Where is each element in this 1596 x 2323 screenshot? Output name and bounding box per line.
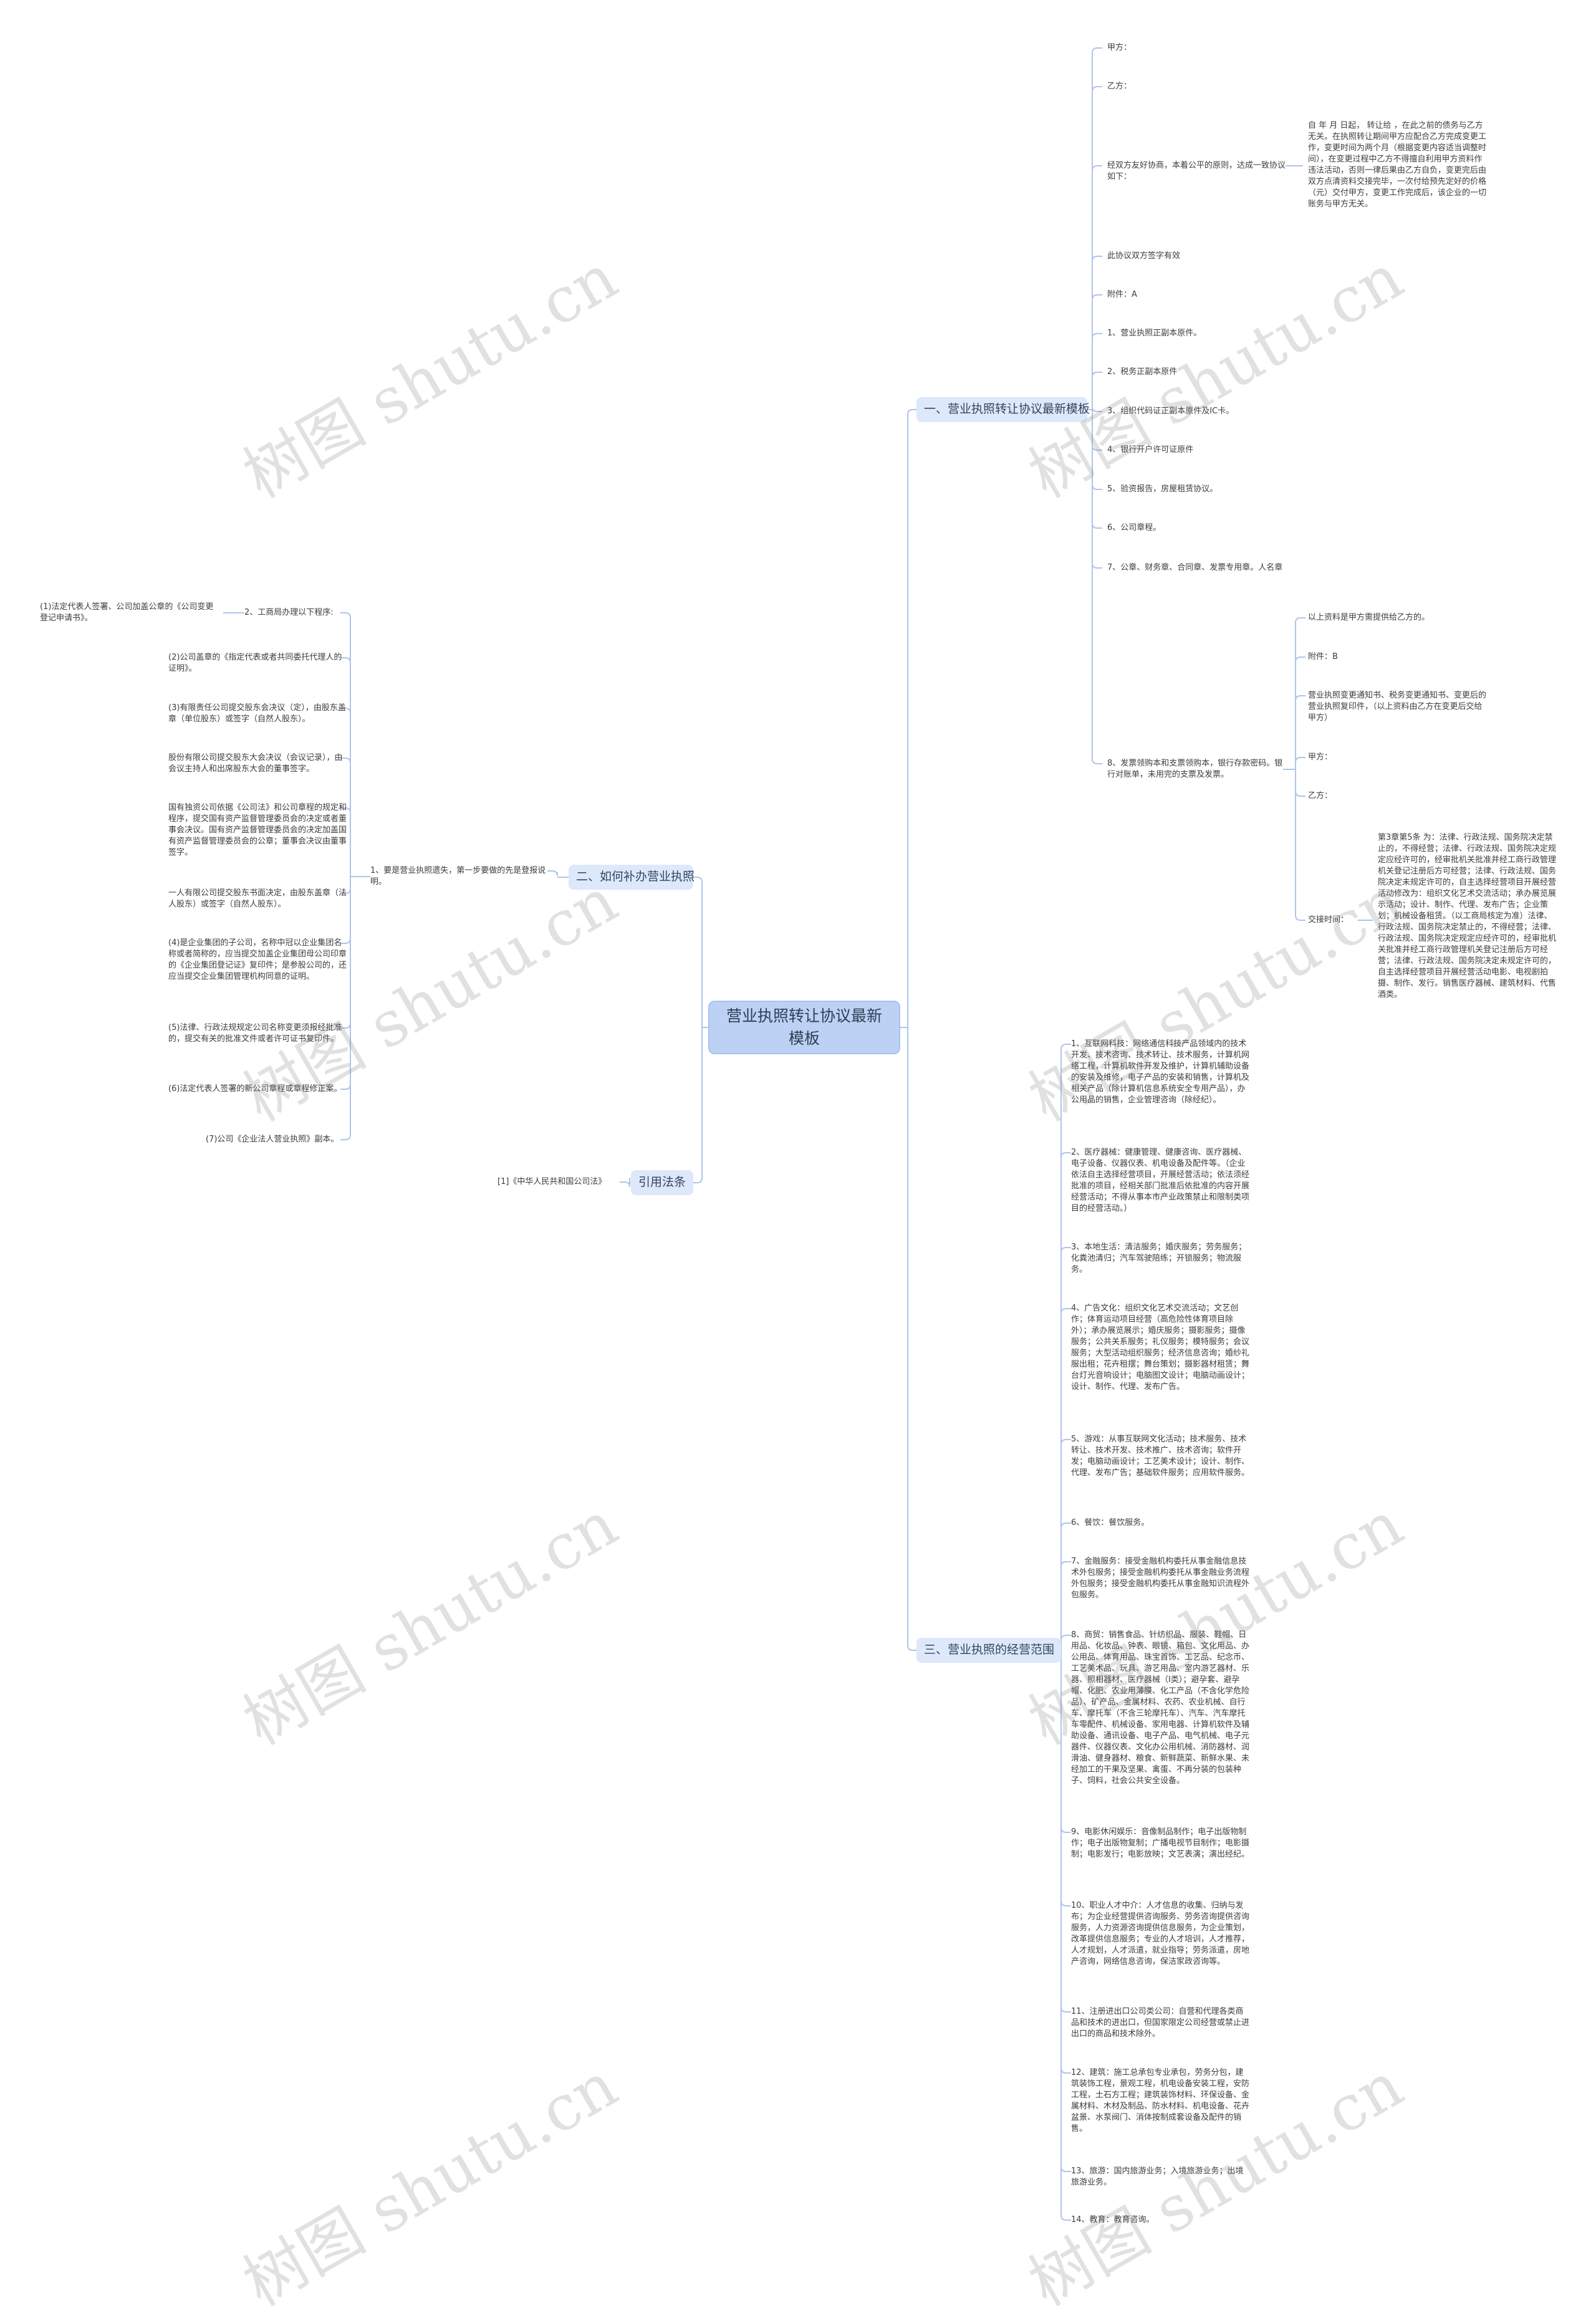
b2-doc: (6)法定代表人签署的新公司章程或章程修正案。 [168,1084,342,1094]
b1-item8-sub: 交接时间： [1308,915,1349,925]
branch-business-scope[interactable]: 三、营业执照的经营范围 [916,1638,1061,1663]
b3-scope-item: 8、商贸：销售食品、针纺织品、服装、鞋帽、日用品、化妆品、钟表、眼镜、箱包、文化… [1071,1630,1250,1786]
b3-scope-item: 6、餐饮：餐饮服务。 [1071,1518,1150,1527]
b3-scope-item: 1、互联网科技：网络通信科技产品领域内的技术开发、技术咨询、技术转让、技术服务，… [1071,1039,1250,1105]
b3-scope-item: 9、电影休闲娱乐：音像制品制作；电子出版物制作；电子出版物复制；广播电视节目制作… [1071,1827,1250,1859]
b1-item: 3、组织代码证正副本原件及IC卡。 [1107,406,1234,416]
b2-doc: (2)公司盖章的《指定代表或者共同委托代理人的证明》。 [168,653,342,673]
b3-scope-item: 11、注册进出口公司类公司：自营和代理各类商品和技术的进出口，但国家限定公司经营… [1071,2007,1250,2039]
b1-item: 6、公司章程。 [1107,523,1161,532]
b1-item: 8、发票领购本和支票领购本，银行存款密码。银行对账单，未用完的支票及发票。 [1107,759,1283,779]
b1-item: 经双方友好协商，本着公平的原则，达成一致协议如下： [1107,161,1286,181]
b1-item: 此协议双方签字有效 [1107,251,1181,261]
b1-item: 甲方： [1107,43,1132,52]
branch-reissue-license[interactable]: 二、如何补办营业执照 [569,865,695,890]
b1-item: 附件：A [1107,290,1137,299]
b1-item: 7、公章、财务章、合同章、发票专用章。人名章 [1107,563,1283,572]
b1-item: 2、税务正副本原件 [1107,367,1178,377]
b1-item8-sub: 甲方： [1308,753,1333,762]
b3-scope-item: 5、游戏：从事互联网文化活动；技术服务、技术转让、技术开发、技术推广、技术咨询；… [1071,1435,1250,1478]
b2-doc: 国有独资公司依据《公司法》和公司章程的规定和程序，提交国有资产监督管理委员会的决… [168,803,347,857]
b2-doc: (7)公司《企业法人营业执照》副本。 [206,1135,339,1144]
b2-doc: (3)有限责任公司提交股东会决议（定），由股东盖章（单位股东）或签字（自然人股东… [168,703,346,724]
b2-doc: 股份有限公司提交股东大会决议（会议记录），由会议主持人和出席股东大会的董事签字。 [168,753,343,774]
b2-doc: (5)法律、行政法规规定公司名称变更须报经批准的，提交有关的批准文件或者许可证书… [168,1023,342,1044]
b3-scope-item: 13、旅游：国内旅游业务；入境旅游业务；出境旅游业务。 [1071,2167,1244,2187]
b2-step2: 2、工商局办理以下程序: [244,608,334,617]
branch-cited-law[interactable]: 引用法条 [631,1170,693,1195]
b1-item8-sub: 以上资料是甲方需提供给乙方的。 [1308,613,1430,622]
b1-item8-sub: 乙方： [1308,791,1333,801]
b2-step1: 1、要是营业执照遗失，第一步要做的先是登报说明。 [370,866,546,887]
root-topic[interactable]: 营业执照转让协议最新模板 [708,1001,900,1054]
connector-lines [223,47,1373,2221]
b1-item: 乙方： [1107,82,1132,91]
branch-transfer-agreement[interactable]: 一、营业执照转让协议最新模板 [916,397,1090,422]
b3-scope-item: 7、金融服务：接受金融机构委托从事金融信息技术外包服务；接受金融机构委托从事金融… [1071,1557,1250,1600]
b1-item: 1、营业执照正副本原件。 [1107,329,1202,338]
b3-scope-item: 4、广告文化：组织文化艺术交流活动；文艺创作；体育运动项目经营（高危险性体育项目… [1071,1304,1250,1392]
b3-scope-item: 14、教育：教育咨询。 [1071,2215,1155,2224]
b3-scope-item: 3、本地生活：清洁服务；婚庆服务；劳务服务；化粪池清归；汽车驾驶陪练；开锁服务；… [1071,1243,1247,1274]
b2-step2-doc1: (1)法定代表人签署、公司加盖公章的《公司变更登记申请书》。 [40,602,214,623]
law-citation: [1]《中华人民共和国公司法》 [498,1177,607,1186]
b3-scope-item: 2、医疗器械：健康管理、健康咨询、医疗器械、电子设备、仪器仪表、机电设备及配件等… [1071,1148,1250,1213]
b1-item8-sub: 营业执照变更通知书、税务变更通知书、变更后的营业执照复印件，（以上资料由乙方在变… [1308,691,1487,723]
b1-item: 5、验资报告，房屋租赁协议。 [1107,484,1218,494]
b1-item8-sub: 附件：B [1308,652,1338,661]
b1-item: 4、银行开户许可证原件 [1107,445,1194,454]
b1-handover-detail: 第3章第5条 为：法律、行政法规、国务院决定禁止的，不得经营；法律、行政法规、国… [1378,833,1557,999]
b3-scope-item: 12、建筑：施工总承包专业承包，劳务分包，建筑装饰工程，景观工程，机电设备安装工… [1071,2068,1250,2133]
b3-scope-item: 10、职业人才中介：人才信息的收集、归纳与发布；为企业经营提供咨询服务、劳务咨询… [1071,1901,1250,1966]
b2-doc: 一人有限公司提交股东书面决定，由股东盖章（法人股东）或签字（自然人股东）。 [168,888,347,909]
b1-clause: 自 年 月 日起， 转让给 ，在此之前的债务与乙方无关。在执照转让期间甲方应配合… [1308,121,1487,209]
b2-doc: (4)是企业集团的子公司，名称中冠以企业集团名称或者简称的，应当提交加盖企业集团… [168,938,347,981]
